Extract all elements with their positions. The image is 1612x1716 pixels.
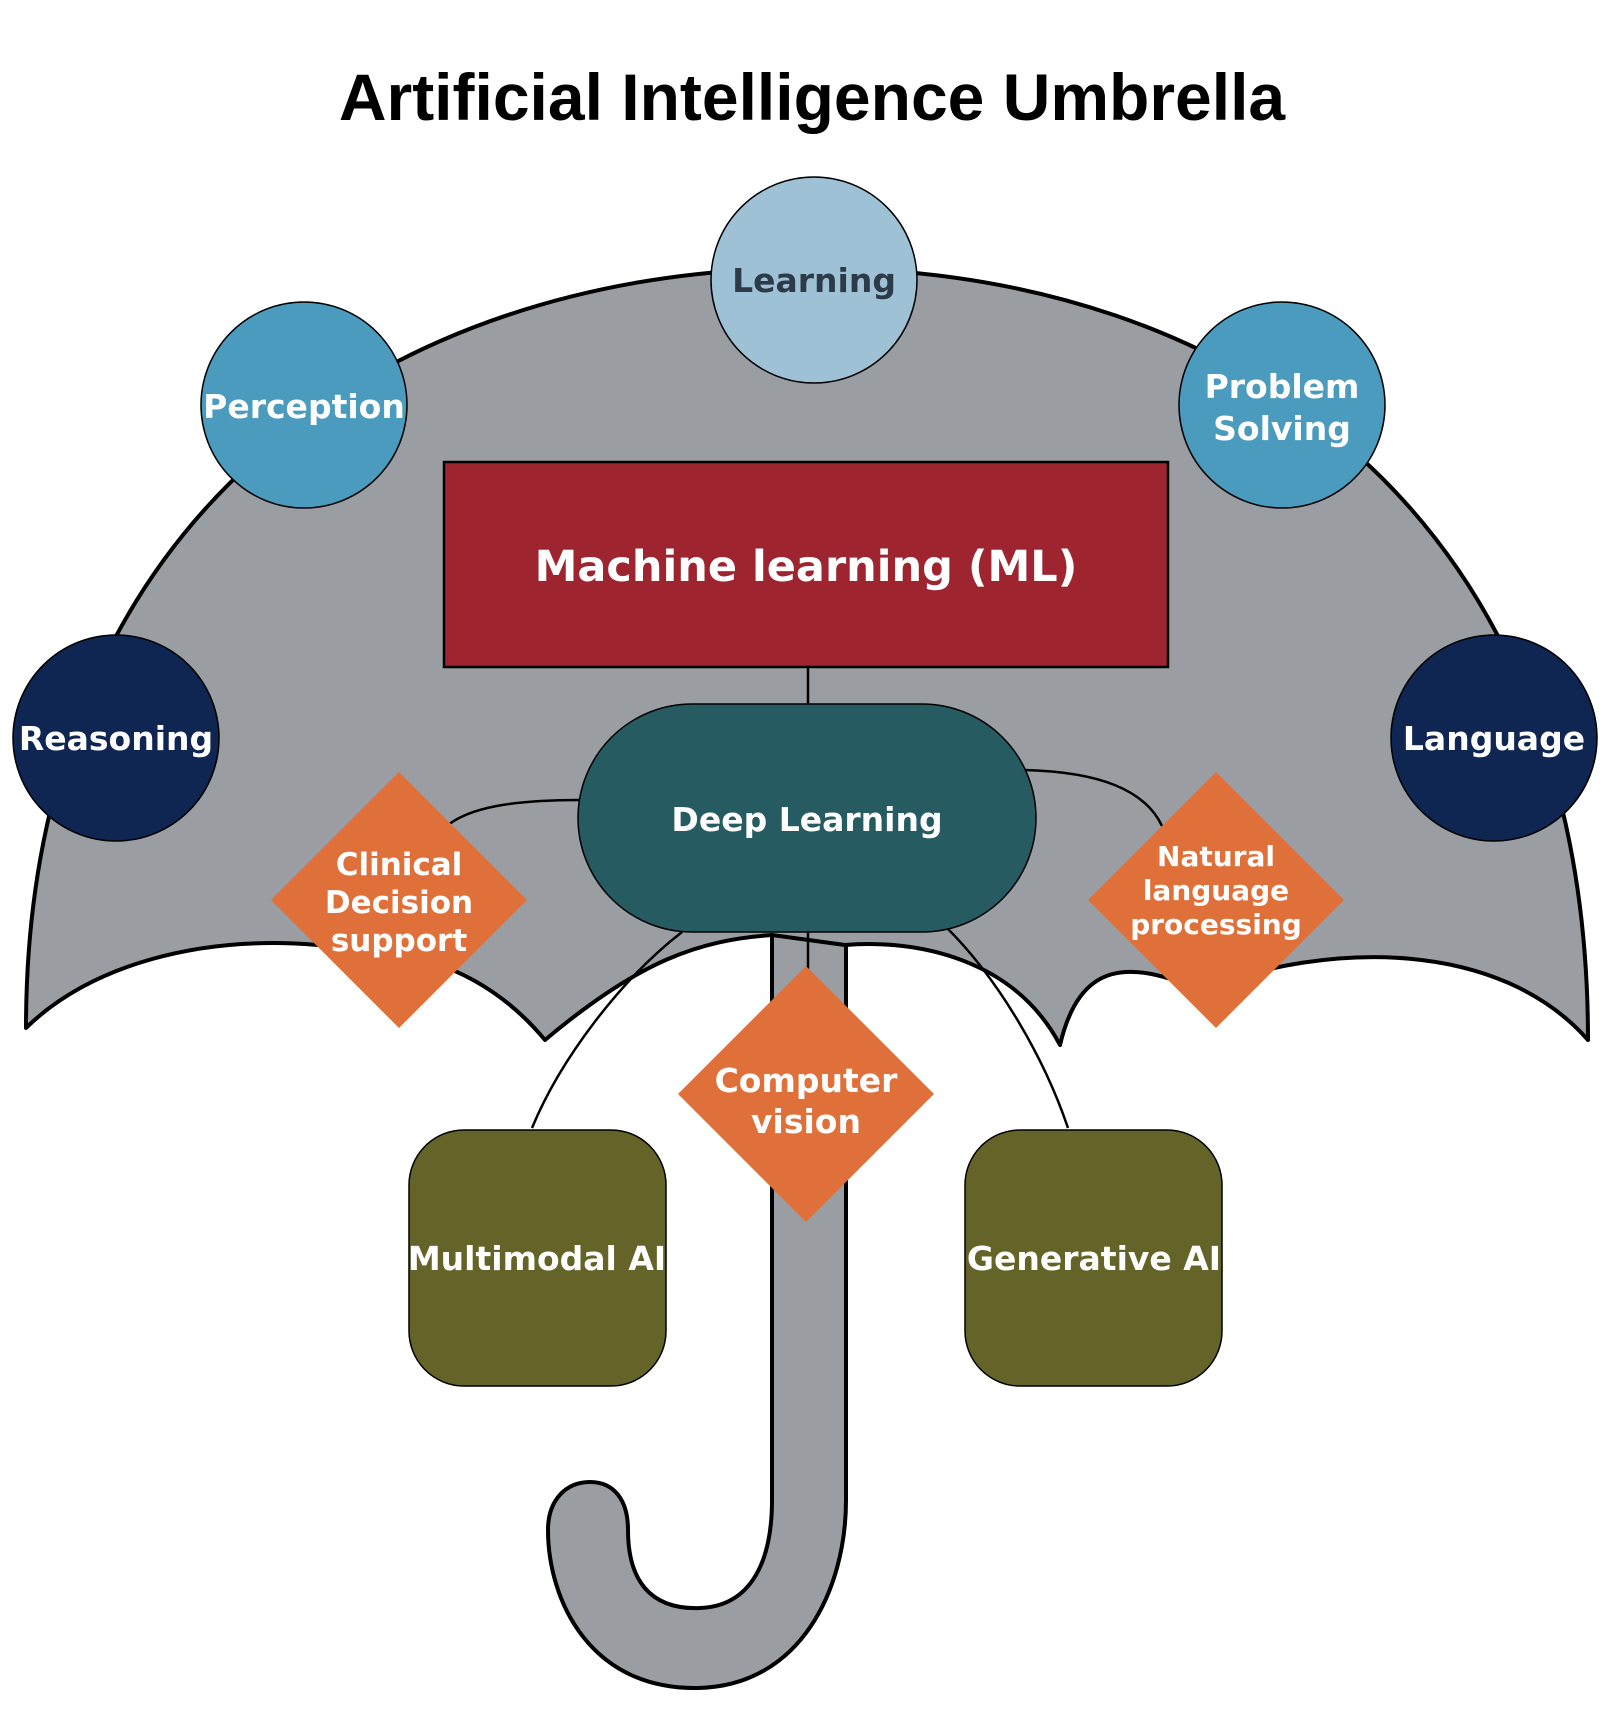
clinical-label-line-3: support [331,923,467,959]
multimodal-ai-label: Multimodal AI [408,1239,666,1278]
clinical-label-line-2: Decision [325,885,473,921]
capability-reasoning-label: Reasoning [19,719,213,758]
capability-problem-solving-line-1: Problem [1205,367,1360,406]
capability-problem-solving: Problem Solving [1178,301,1386,509]
machine-learning-box: Machine learning (ML) [442,460,1170,669]
computer-vision-line-1: Computer [715,1061,899,1100]
capability-perception-label: Perception [203,387,405,426]
computer-vision-line-2: vision [751,1102,861,1141]
capability-learning: Learning [710,176,918,384]
dl-to-clinical-connector [447,798,581,826]
capability-language: Language [1390,634,1598,842]
clinical-label-line-1: Clinical [336,847,463,883]
deep-learning-label: Deep Learning [671,800,942,839]
dl-to-nlp-connector [1024,768,1164,827]
dl-to-multimodal-connector [530,931,683,1129]
capability-learning-label: Learning [732,261,896,300]
application-computer-vision: Computer vision [678,966,934,1222]
nlp-label-line-3: processing [1130,908,1302,941]
connector-lines [447,667,1164,1129]
deep-learning-node: Deep Learning [577,703,1037,933]
application-natural-language-processing: Natural language processing [1088,772,1344,1028]
ai-type-multimodal: Multimodal AI [408,1129,667,1387]
capability-language-label: Language [1403,719,1585,758]
capability-problem-solving-line-2: Solving [1213,409,1351,448]
application-clinical-decision-support: Clinical Decision support [271,772,527,1028]
diagram-title: Artificial Intelligence Umbrella [339,60,1287,134]
nlp-label-line-1: Natural [1157,840,1275,873]
capability-reasoning: Reasoning [12,634,220,842]
machine-learning-label: Machine learning (ML) [535,542,1078,592]
nlp-label-line-2: language [1143,874,1289,907]
ai-type-generative: Generative AI [964,1129,1223,1387]
capability-perception: Perception [200,301,408,509]
dl-to-generative-connector [944,925,1070,1129]
generative-ai-label: Generative AI [967,1239,1221,1278]
